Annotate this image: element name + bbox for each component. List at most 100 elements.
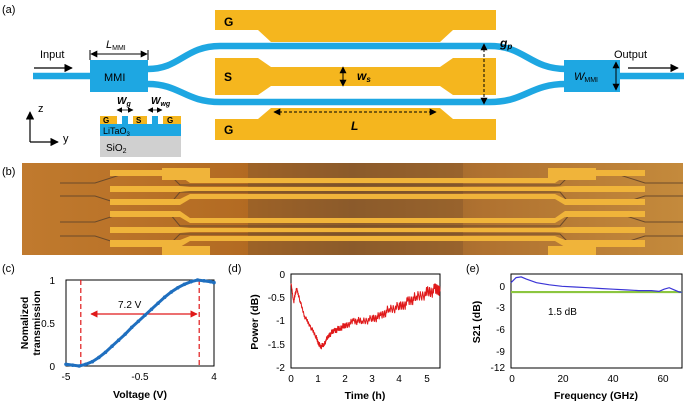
- chart-e-frame: [510, 273, 683, 369]
- w-mmi-label: WMMI: [574, 71, 598, 84]
- chart-c-point: [182, 282, 187, 287]
- sio2-layer: [100, 136, 181, 157]
- panel-label-e: (e): [466, 263, 479, 275]
- w-g-label: Wg: [117, 96, 131, 108]
- litao3-layer: [100, 124, 181, 136]
- electrode-s-label: S: [224, 70, 232, 84]
- chart-e-xtick: 40: [607, 374, 619, 385]
- chart-d-frame: [290, 273, 441, 369]
- cross-s-label: S: [136, 116, 142, 125]
- g-p-label: gp: [499, 36, 512, 51]
- chart-e-ytick: 0: [499, 282, 505, 293]
- chart-e: 0 -3 -6 -9 -12 0 20 40 60 Frequency (GHz…: [471, 273, 683, 402]
- litao3-label: LiTaO3: [103, 126, 131, 138]
- chart-c-point: [156, 301, 160, 306]
- chart-e-xlabel: Frequency (GHz): [554, 390, 638, 402]
- chart-c-ylabel: Nomalizedtransmission: [19, 290, 43, 355]
- w-s-label: ws: [357, 69, 371, 84]
- length-label: L: [351, 119, 358, 133]
- chart-c-point: [143, 313, 147, 318]
- panel-label-b: (b): [2, 166, 15, 178]
- chart-c-xtick: -5: [62, 372, 71, 383]
- chart-c-ytick: 0: [49, 362, 55, 373]
- chart-c-point: [64, 362, 68, 367]
- chart-e-ylabel: S21 (dB): [471, 301, 483, 344]
- chart-d-ytick: -2: [276, 363, 285, 374]
- axis-indicator: z y: [25, 103, 69, 147]
- panel-label-c: (c): [2, 263, 15, 275]
- w-wg-label: Wwg: [151, 96, 171, 108]
- chart-c-point: [162, 295, 167, 300]
- chart-d-xtick: 4: [396, 374, 402, 385]
- chart-c-point: [189, 279, 193, 284]
- chart-c-point: [176, 285, 180, 290]
- waveguide: [33, 42, 684, 106]
- chart-c-point: [123, 332, 127, 336]
- chart-c-point: [169, 290, 174, 294]
- chart-c-xtick: -0.5: [131, 372, 149, 383]
- chart-d-xtick: 0: [288, 374, 294, 385]
- chart-c-point: [116, 338, 121, 343]
- chart-c-xlabel: Voltage (V): [113, 389, 167, 401]
- chart-c-point: [103, 350, 108, 355]
- chart-e-ytick: -9: [496, 347, 505, 358]
- chart-e-annotation: 1.5 dB: [548, 307, 577, 318]
- mmi-block: [90, 60, 148, 92]
- electrode-bottom: G: [215, 108, 496, 140]
- chart-d-ylabel: Power (dB): [249, 294, 261, 349]
- chart-d-ytick: -1: [276, 316, 285, 327]
- electrode-g-label: G: [224, 15, 233, 29]
- chart-e-ytick: -3: [496, 303, 505, 314]
- chart-d-ytick: -1.5: [268, 340, 286, 351]
- chart-c-frame: [65, 279, 215, 367]
- sio2-label: SiO2: [106, 143, 127, 155]
- output-label: Output: [614, 49, 647, 61]
- chart-c-point: [83, 362, 88, 367]
- chart-d-series-line: [290, 283, 441, 350]
- chart-e-xtick: 20: [557, 374, 569, 385]
- chart-d-ytick: -0.5: [268, 293, 286, 304]
- chart-c-point: [212, 280, 216, 285]
- cross-g-label-right: G: [167, 116, 173, 125]
- chart-d-xtick: 3: [369, 374, 375, 385]
- chart-e-series-line: [510, 276, 682, 293]
- chart-c-point: [97, 355, 101, 360]
- chart-c-point: [90, 359, 95, 364]
- chart-d-ytick: 0: [279, 270, 285, 281]
- chart-d: 0 -0.5 -1 -1.5 -2 0 1 2 3 4 5 Time (h) P…: [249, 270, 441, 402]
- chart-c-series-line: [65, 278, 215, 368]
- chart-c-point: [129, 325, 134, 330]
- chart-e-xtick: 60: [657, 374, 669, 385]
- cross-section: SiO2 LiTaO3 G S G Wg Wwg: [100, 96, 181, 157]
- electrode-g-label-bottom: G: [224, 123, 233, 137]
- output-mmi-block: [564, 60, 620, 92]
- chart-d-xtick: 2: [342, 374, 348, 385]
- axis-z-label: z: [38, 103, 44, 115]
- chart-c-point: [202, 279, 206, 283]
- cross-g-label: G: [103, 116, 109, 125]
- panel-label-d: (d): [228, 263, 241, 275]
- chart-e-ytick: -12: [491, 363, 506, 374]
- chart-c-ytick: 0.5: [41, 319, 55, 330]
- chart-d-xlabel: Time (h): [345, 390, 386, 402]
- chart-d-xtick: 5: [424, 374, 430, 385]
- mmi-label: MMI: [104, 72, 125, 84]
- chart-e-ytick: -6: [496, 325, 505, 336]
- chart-c-point: [136, 319, 141, 324]
- chip-micrograph: [22, 163, 683, 255]
- chart-c-annotation: 7.2 V: [118, 300, 142, 311]
- electrode-top: G: [215, 10, 496, 42]
- chart-c-point: [110, 344, 114, 349]
- panel-label-a: (a): [2, 4, 15, 16]
- chart-c-point: [77, 364, 81, 368]
- chart-d-xtick: 1: [315, 374, 321, 385]
- chart-c-point: [195, 278, 200, 282]
- chart-c-point: [208, 279, 213, 284]
- input-label: Input: [40, 49, 64, 61]
- axis-y-label: y: [63, 133, 69, 145]
- chart-c: 1 0.5 0 -5 -0.5 4 Voltage (V) Nomalizedt…: [19, 276, 217, 401]
- l-mmi-label: LMMI: [106, 39, 126, 52]
- electrode-signal: S: [215, 58, 496, 95]
- chart-c-point: [149, 307, 154, 312]
